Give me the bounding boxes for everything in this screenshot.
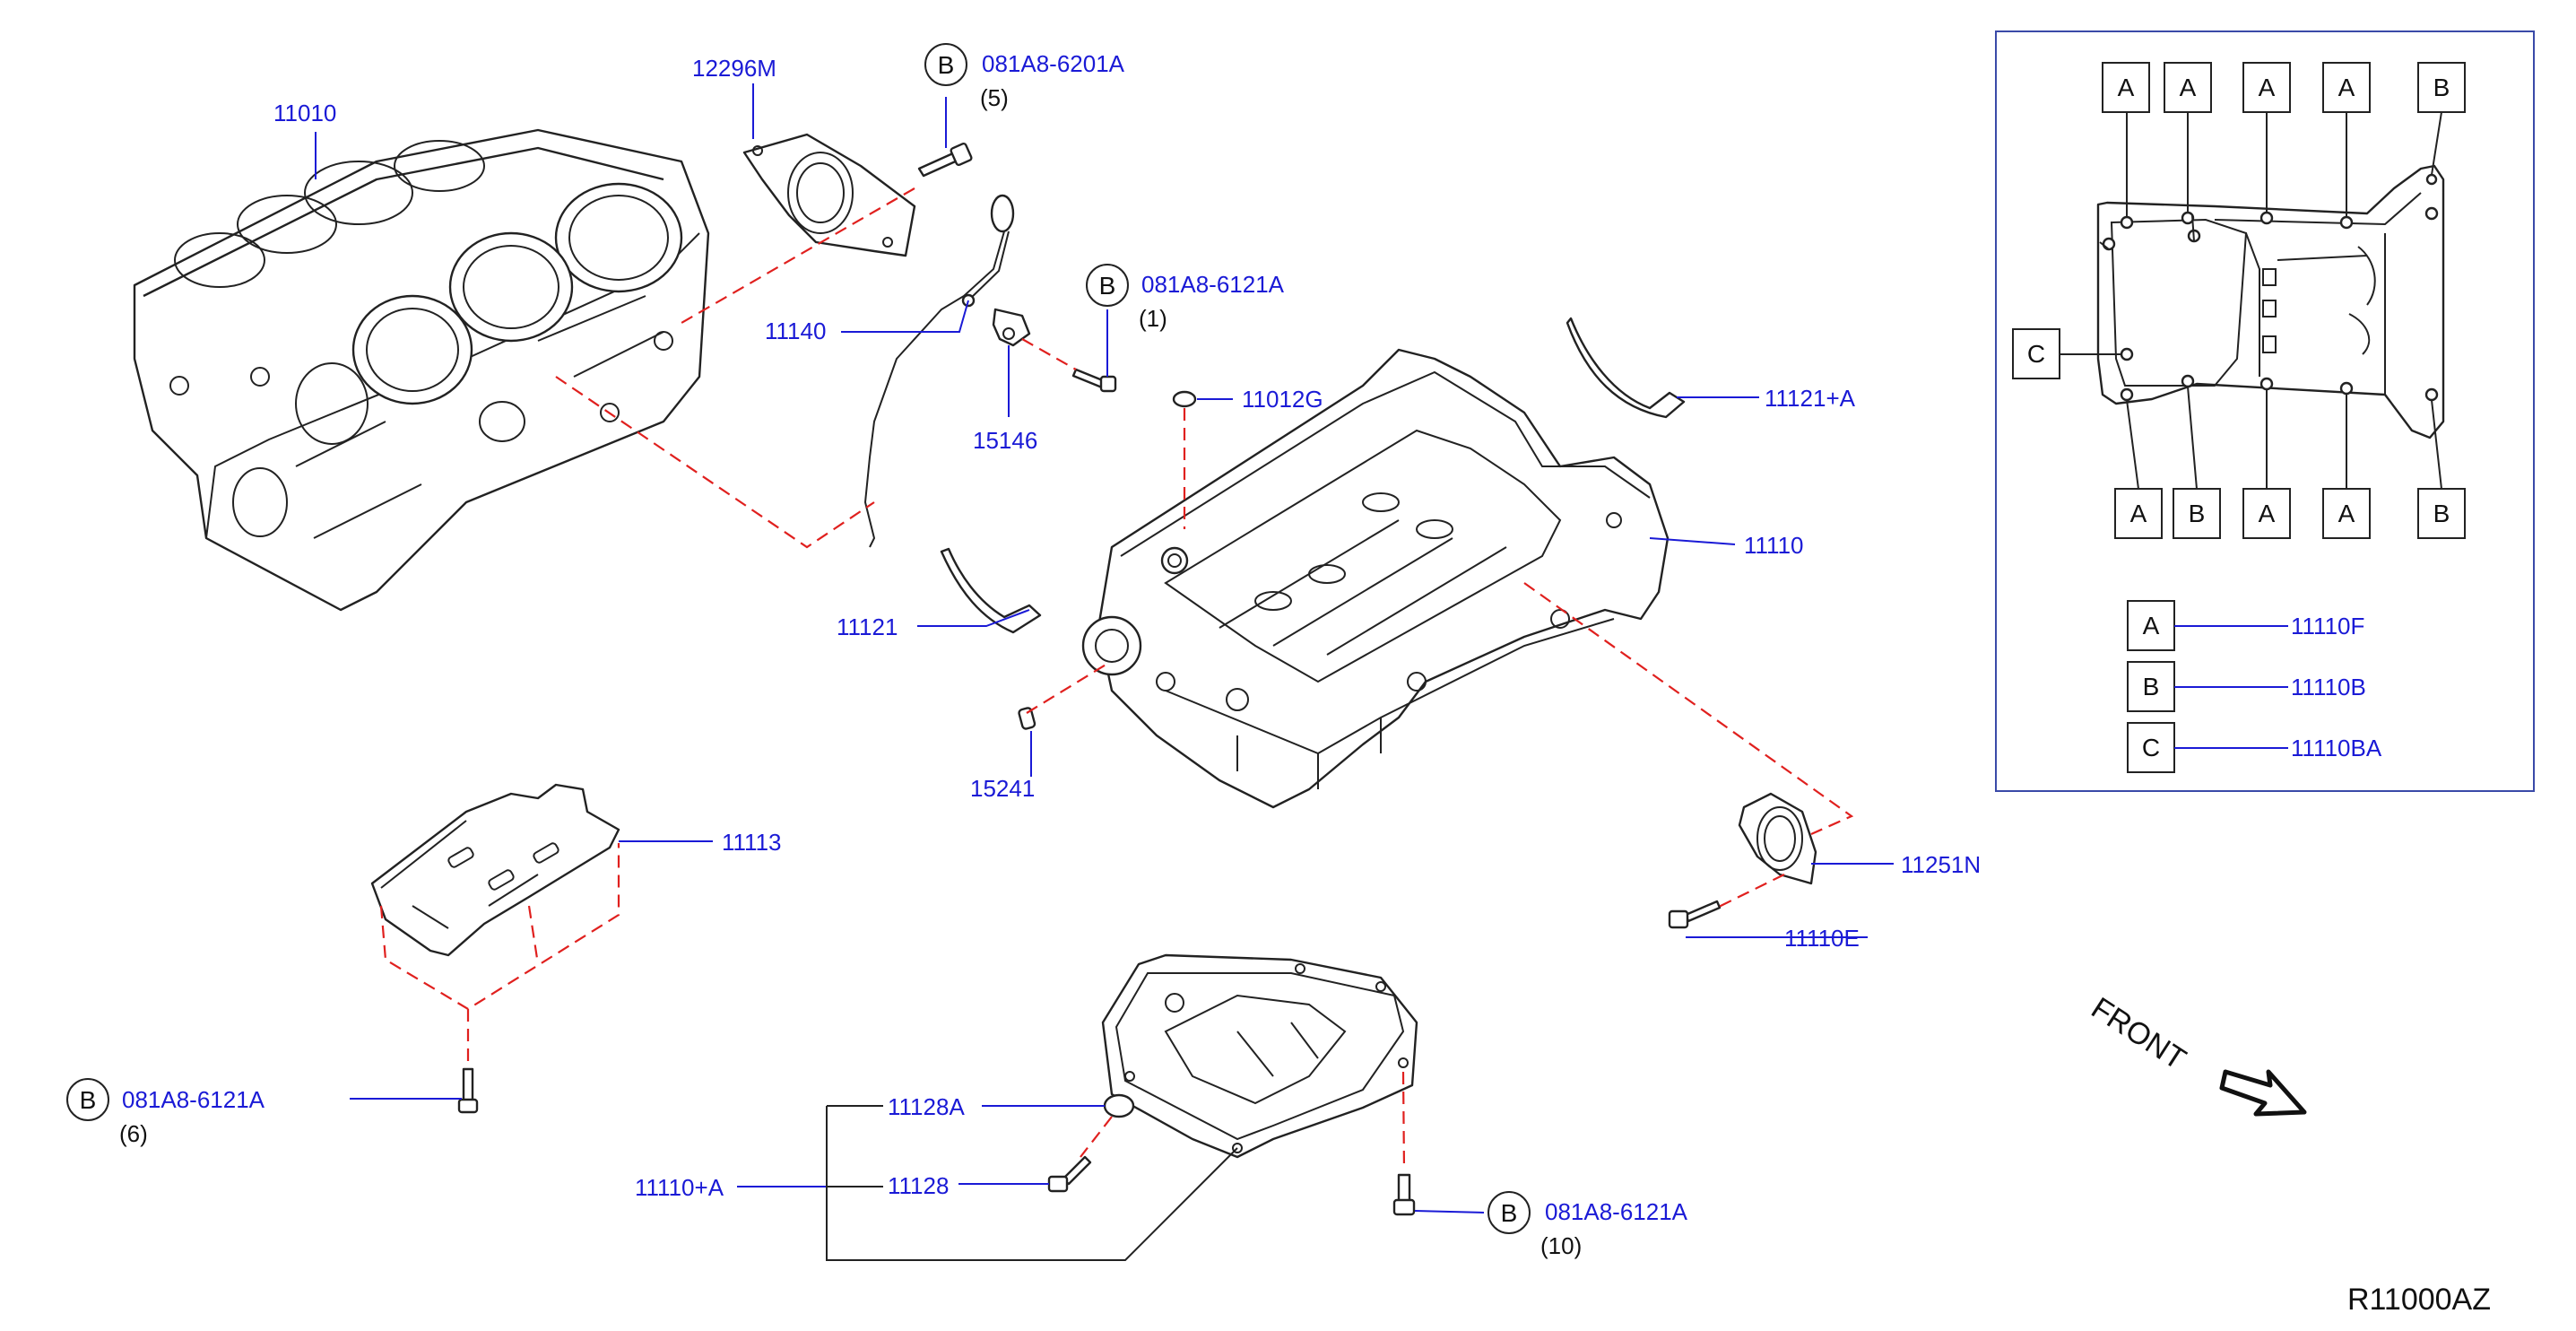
inset-box-top-4 bbox=[2322, 62, 2371, 113]
label-081a8-6201a: 081A8-6201A bbox=[982, 50, 1125, 77]
b-mark-gauge: B bbox=[1099, 272, 1116, 300]
bolt-081a8-6121a-gauge-drawing bbox=[1071, 368, 1117, 393]
qty-081a8-6201a: (5) bbox=[980, 84, 1009, 111]
inset-box-top-5 bbox=[2417, 62, 2466, 113]
label-11121: 11121 bbox=[837, 613, 898, 640]
b-mark-circle-top bbox=[924, 43, 967, 86]
label-11110: 11110 bbox=[1744, 532, 1804, 559]
cylinder-block-drawing bbox=[133, 128, 710, 612]
drain-washer-drawing bbox=[1103, 1093, 1135, 1118]
inset-leaders bbox=[2060, 111, 2442, 490]
legend-part-b: 11110B bbox=[2291, 674, 2366, 700]
inset-mark-top-1: A bbox=[2118, 74, 2135, 101]
label-11128a: 11128A bbox=[888, 1093, 965, 1120]
label-11251n: 11251N bbox=[1901, 851, 1981, 878]
inset-mark-bottom-4: A bbox=[2338, 500, 2355, 527]
inset-box-left bbox=[2012, 328, 2060, 379]
inset-pan-drawing bbox=[2096, 164, 2445, 439]
legend-mark-c: C bbox=[2142, 734, 2160, 761]
inset-box-bottom-1 bbox=[2114, 488, 2163, 539]
label-11110e: 11110E bbox=[1784, 925, 1860, 952]
bolt-11110e-drawing bbox=[1668, 900, 1722, 929]
front-indicator: FRONT bbox=[2086, 991, 2307, 1117]
bolt-location-inset: A A A A B C A B A A B A 11110F B 1 bbox=[1995, 30, 2535, 792]
lower-oil-pan-drawing bbox=[1101, 953, 1418, 1159]
dowel-15241-drawing bbox=[1018, 707, 1036, 730]
legend-box-a bbox=[2127, 600, 2175, 651]
label-11110a: 11110+A bbox=[635, 1174, 724, 1201]
baffle-plate-11113-drawing bbox=[370, 783, 620, 957]
inset-box-bottom-4 bbox=[2322, 488, 2371, 539]
label-11113: 11113 bbox=[722, 829, 782, 856]
assembly-guide-lines bbox=[379, 187, 1854, 1171]
bolt-081a8-6121a-left-drawing bbox=[457, 1067, 479, 1114]
front-arrow-icon bbox=[2219, 1069, 2307, 1117]
b-mark-circle-left bbox=[66, 1078, 109, 1121]
legend-mark-a: A bbox=[2143, 612, 2160, 639]
dipstick-guide-drawing bbox=[992, 308, 1031, 347]
legend-mark-b: B bbox=[2143, 673, 2160, 700]
inset-box-bottom-3 bbox=[2242, 488, 2291, 539]
baffle-11121-drawing bbox=[940, 547, 1042, 634]
bolt-081a8-6201a-drawing bbox=[917, 142, 973, 178]
label-081a8-6121a-bottom: 081A8-6121A bbox=[1545, 1198, 1688, 1225]
inset-mark-top-2: A bbox=[2180, 74, 2197, 101]
baffle-11121a-drawing bbox=[1566, 317, 1686, 419]
inset-box-top-1 bbox=[2102, 62, 2150, 113]
inset-mark-left: C bbox=[2027, 340, 2045, 368]
inset-box-top-2 bbox=[2164, 62, 2212, 113]
inset-mark-top-4: A bbox=[2338, 74, 2355, 101]
inset-mark-bottom-2: B bbox=[2189, 500, 2206, 527]
inset-box-top-3 bbox=[2242, 62, 2291, 113]
legend-box-b bbox=[2127, 661, 2175, 712]
qty-081a8-6121a-bottom: (10) bbox=[1540, 1232, 1582, 1259]
upper-oil-pan-drawing bbox=[1081, 348, 1670, 809]
leader-lines bbox=[315, 83, 1894, 1261]
diagram-code: R11000AZ bbox=[2347, 1283, 2491, 1317]
legend-part-a: 11110F bbox=[2291, 613, 2364, 639]
b-mark-left: B bbox=[80, 1086, 97, 1114]
inset-mark-top-3: A bbox=[2259, 74, 2276, 101]
label-11010: 11010 bbox=[273, 100, 336, 126]
part-labels: 11010 12296M B 081A8-6201A (5) B 081A8-6… bbox=[66, 43, 1981, 1259]
inset-box-bottom-2 bbox=[2173, 488, 2221, 539]
legend-part-c: 11110BA bbox=[2291, 735, 2382, 761]
b-mark-top: B bbox=[938, 51, 955, 79]
label-11121a: 11121+A bbox=[1765, 385, 1856, 412]
label-11140: 11140 bbox=[765, 318, 826, 344]
inset-mark-bottom-5: B bbox=[2433, 500, 2450, 527]
inset-mark-bottom-1: A bbox=[2130, 500, 2147, 527]
b-mark-circle-gauge bbox=[1086, 264, 1129, 307]
qty-081a8-6121a-left: (6) bbox=[119, 1120, 148, 1147]
label-11128: 11128 bbox=[888, 1172, 949, 1199]
inset-mark-bottom-3: A bbox=[2259, 500, 2276, 527]
label-15146: 15146 bbox=[973, 427, 1037, 454]
oring-11012g-drawing bbox=[1172, 390, 1197, 408]
label-081a8-6121a-left: 081A8-6121A bbox=[122, 1086, 265, 1113]
label-081a8-6121a-gauge: 081A8-6121A bbox=[1141, 271, 1285, 298]
inset-legend: A 11110F B 11110B C 11110BA bbox=[2127, 600, 2382, 773]
label-12296m: 12296M bbox=[692, 55, 776, 82]
label-11012g: 11012G bbox=[1242, 386, 1323, 413]
inset-frame bbox=[1995, 30, 2535, 792]
label-15241: 15241 bbox=[970, 775, 1035, 802]
bolt-081a8-6121a-bottom-drawing bbox=[1392, 1173, 1416, 1216]
front-seal-retainer-drawing bbox=[1738, 792, 1817, 885]
inset-box-bottom-5 bbox=[2417, 488, 2466, 539]
dipstick-drawing bbox=[863, 194, 1015, 548]
inset-mark-top-5: B bbox=[2433, 74, 2450, 101]
rear-seal-retainer-drawing bbox=[742, 133, 916, 257]
legend-box-c bbox=[2127, 722, 2175, 773]
drain-plug-drawing bbox=[1047, 1155, 1092, 1193]
b-mark-circle-bottom bbox=[1487, 1191, 1531, 1234]
b-mark-bottom: B bbox=[1501, 1199, 1518, 1227]
qty-081a8-6121a-gauge: (1) bbox=[1139, 305, 1167, 332]
front-label: FRONT bbox=[2086, 991, 2192, 1077]
